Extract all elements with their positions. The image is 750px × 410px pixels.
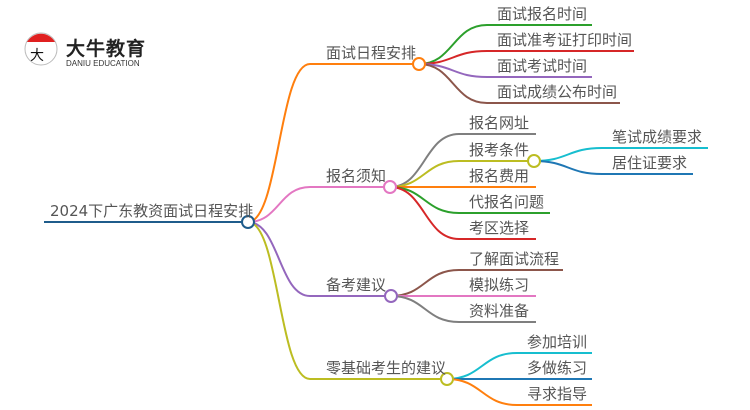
child-topic: 面试考试时间 [497, 57, 588, 75]
child-connector [389, 160, 534, 188]
child-connector [389, 186, 536, 240]
collapse-node-toggle[interactable] [384, 289, 398, 303]
logo-mark-icon: 大 [24, 32, 58, 66]
collapse-node-toggle[interactable] [440, 372, 454, 386]
collapse-node-toggle[interactable] [412, 57, 426, 71]
branch-connector [247, 63, 419, 223]
child-topic: 报名网址 [469, 114, 530, 132]
logo-subtitle: DANIU EDUCATION [66, 59, 140, 68]
child-connector [418, 24, 592, 65]
collapse-node-toggle[interactable] [383, 180, 397, 194]
child-topic: 了解面试流程 [469, 250, 560, 268]
grandchild-topic: 笔试成绩要求 [612, 128, 703, 146]
child-connector [446, 352, 592, 380]
child-topic: 面试准考证打印时间 [497, 31, 633, 49]
logo: 大 大牛教育 DANIU EDUCATION [22, 30, 152, 70]
child-topic: 参加培训 [527, 333, 588, 351]
child-topic: 模拟练习 [469, 276, 530, 294]
child-topic: 面试成绩公布时间 [497, 83, 618, 101]
child-connector [446, 378, 592, 406]
child-topic: 报名费用 [469, 167, 530, 185]
child-topic: 面试报名时间 [497, 5, 588, 23]
child-connector [389, 133, 536, 188]
branch-topic: 零基础考生的建议 [326, 359, 447, 377]
child-connector [418, 63, 620, 104]
child-topic: 代报名问题 [469, 193, 545, 211]
child-topic: 多做练习 [527, 359, 588, 377]
grandchild-topic: 居住证要求 [612, 154, 688, 172]
collapse-node-toggle[interactable] [527, 154, 541, 168]
grandchild-connector [533, 160, 693, 175]
branch-connector [247, 221, 391, 297]
branch-connector [247, 221, 447, 380]
branch-topic: 备考建议 [326, 276, 387, 294]
logo-name: 大牛教育 [66, 38, 147, 60]
child-topic: 考区选择 [469, 219, 530, 237]
svg-text:大: 大 [30, 48, 44, 64]
branch-connector [247, 186, 390, 223]
root-topic: 2024下广东教资面试日程安排 [50, 202, 254, 220]
child-topic: 报考条件 [469, 141, 530, 159]
child-topic: 寻求指导 [527, 385, 588, 403]
child-topic: 资料准备 [469, 302, 530, 320]
child-connector [390, 295, 536, 323]
root-node-toggle[interactable] [241, 215, 255, 229]
branch-topic: 报名须知 [326, 167, 387, 185]
child-connector [390, 269, 563, 297]
branch-topic: 面试日程安排 [326, 44, 417, 62]
